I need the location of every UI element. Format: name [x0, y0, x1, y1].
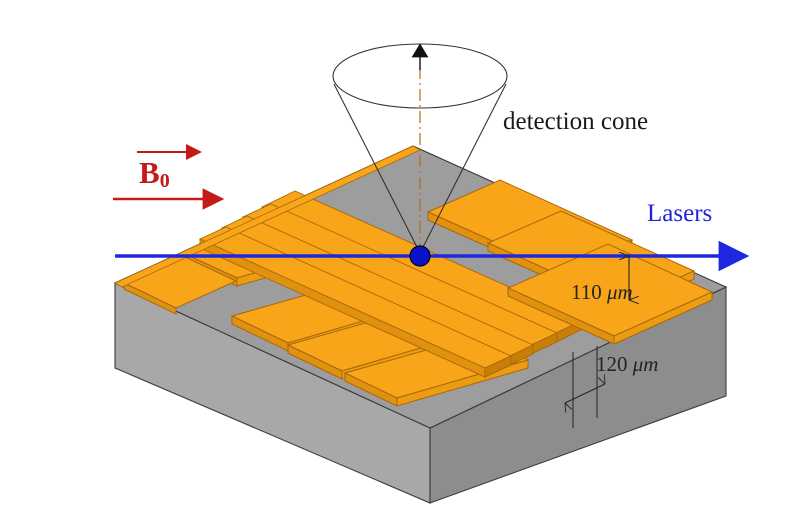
dim-120-arrow — [565, 384, 605, 403]
pad-side-left — [123, 282, 177, 315]
dimension-substrate-thickness — [565, 346, 605, 428]
cone-edge-right — [419, 83, 507, 254]
pad-side-right — [613, 291, 713, 345]
rail-cap — [484, 355, 512, 378]
detection-cone — [332, 43, 508, 255]
cone-edge-left — [333, 83, 421, 254]
magnetic-field-arrows — [113, 144, 225, 210]
electrode-pad-right-lower — [506, 243, 714, 345]
trapped-ion-dot[interactable] — [409, 245, 431, 267]
electrode-rail-4 — [198, 226, 513, 378]
